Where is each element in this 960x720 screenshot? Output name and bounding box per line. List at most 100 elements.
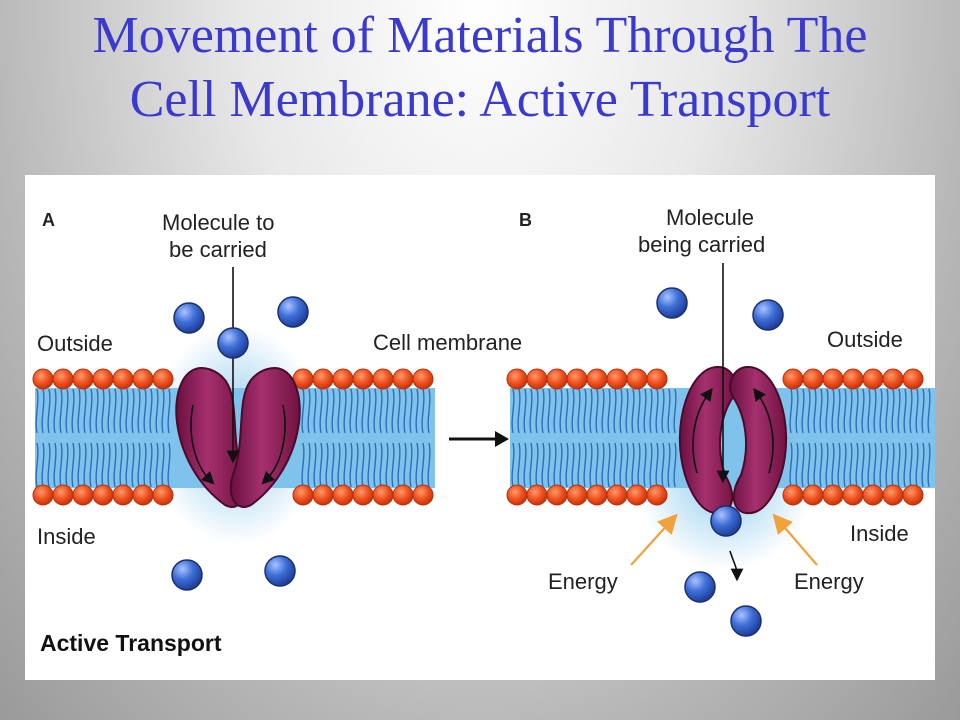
lipid-tail [927,442,931,488]
lipid-tail [649,442,653,488]
phospholipid-head [32,484,54,506]
lipid-tail [155,388,159,434]
lipid-tail [47,442,51,488]
lipid-tail [161,442,165,488]
lipid-tail [35,442,39,488]
lipid-tail [331,442,335,488]
panel-a-lipid-tails [35,388,431,488]
lipid-tail [523,388,527,434]
lipid-tail [421,442,425,488]
lipid-tail [861,442,865,488]
lipid-tail [921,442,925,488]
lipid-tail [421,388,425,434]
lipid-tail [619,388,623,434]
lipid-tail [343,388,347,434]
slide-title: Movement of Materials Through The Cell M… [0,4,960,132]
lipid-tail [53,388,57,434]
lipid-tail [41,442,45,488]
phospholipid-head [626,484,648,506]
lipid-tail [397,388,401,434]
lipid-tail [831,388,835,434]
phospholipid-head [842,484,864,506]
phospholipid-head [646,368,668,390]
phospholipid-head [352,484,374,506]
lipid-tail [849,442,853,488]
panel-a-molecule [264,555,296,587]
phospholipid-head [112,484,134,506]
panel-b-letter: B [519,210,532,230]
lipid-tail [379,388,383,434]
lipid-tail [637,442,641,488]
phospholipid-head [902,368,924,390]
lipid-tail [667,388,671,434]
lipid-tail [819,388,823,434]
lipid-tail [553,442,557,488]
lipid-tail [415,442,419,488]
lipid-tail [529,388,533,434]
phospholipid-head [72,368,94,390]
lipid-tail [601,388,605,434]
lipid-tail [385,388,389,434]
lipid-tail [649,388,653,434]
slide-title-line-1: Movement of Materials Through The [92,7,868,64]
phospholipid-head [72,484,94,506]
panel-b-molecule [656,287,688,319]
lipid-tail [325,442,329,488]
lipid-tail [113,442,117,488]
phospholipid-head [152,368,174,390]
phospholipid-head [626,368,648,390]
lipid-tail [343,442,347,488]
lipid-tail [47,388,51,434]
lipid-tail [601,442,605,488]
lipid-tail [915,442,919,488]
panel-b-molecule-label-line-1: Molecule [666,205,754,230]
lipid-tail [885,442,889,488]
panel-a-inside-label: Inside [37,524,96,549]
lipid-tail [837,442,841,488]
lipid-tail [415,388,419,434]
phospholipid-head [52,368,74,390]
lipid-tail [631,388,635,434]
lipid-tail [673,388,677,434]
lipid-tail [565,388,569,434]
lipid-tail [367,442,371,488]
lipid-tail [885,388,889,434]
lipid-tail [349,442,353,488]
panel-b-outside-label: Outside [827,327,903,352]
phospholipid-head [312,368,334,390]
phospholipid-head [842,368,864,390]
lipid-tail [891,388,895,434]
phospholipid-head [606,484,628,506]
phospholipid-head [882,484,904,506]
phospholipid-head [332,484,354,506]
panel-a-molecule [173,302,205,334]
lipid-tail [143,388,147,434]
lipid-tail [143,442,147,488]
phospholipid-head [332,368,354,390]
lipid-tail [849,388,853,434]
phospholipid-head [372,368,394,390]
phospholipid-head [526,484,548,506]
lipid-tail [547,388,551,434]
lipid-tail [667,442,671,488]
phospholipid-head [352,368,374,390]
phospholipid-head [412,484,434,506]
lipid-tail [915,388,919,434]
lipid-tail [355,442,359,488]
phospholipid-head [606,368,628,390]
lipid-tail [795,442,799,488]
lipid-tail [307,442,311,488]
phospholipid-head [372,484,394,506]
panel-a-carrier-protein-right [229,367,301,508]
lipid-tail [619,442,623,488]
lipid-tail [861,388,865,434]
phospholipid-head [822,484,844,506]
lipid-tail [891,442,895,488]
lipid-tail [397,442,401,488]
lipid-tail [613,442,617,488]
panel-b-protein-motion-arrow-left [692,387,713,474]
phospholipid-head [862,484,884,506]
lipid-tail [119,388,123,434]
lipid-tail [625,388,629,434]
lipid-tail [313,388,317,434]
